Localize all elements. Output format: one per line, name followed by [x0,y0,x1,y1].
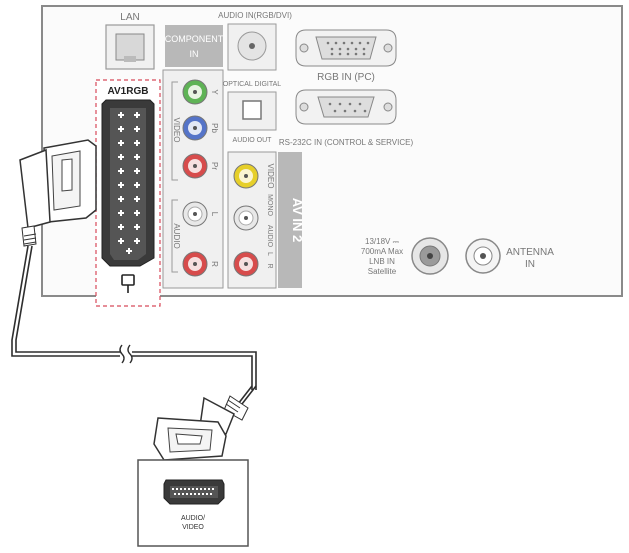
satellite-line2: 700mA Max [361,247,403,256]
y-label: Y [210,89,219,95]
optical-digital-out: OPTICAL DIGITAL AUDIO OUT [223,81,281,144]
optical-digital-label: OPTICAL DIGITAL [223,81,281,88]
ground-symbol-icon [121,274,135,293]
dsub-rs232c-icon [317,96,375,118]
y-jack: Y [182,79,219,105]
component-in-header: COMPONENT IN [165,25,224,67]
external-av-device: AUDIO/ VIDEO [137,459,249,547]
device-side-scart-plug [153,395,249,461]
component-video-label: VIDEO [172,118,181,143]
audio-in-rgb-dvi: AUDIO IN(RGB/DVI) [218,11,292,71]
av2-l-label: L [266,252,273,256]
device-label-line2: VIDEO [182,524,204,531]
component-jack-column: VIDEO AUDIO Y Pb Pr L [162,69,224,289]
audio-r-label: R [210,261,219,267]
rs232c-label: RS-232C IN (CONTROL & SERVICE) [279,138,414,147]
av2-audio-l-jack [233,205,259,231]
av2-video-jack [233,163,259,189]
optical-port-icon [242,100,262,120]
av2-audio-r-jack [233,251,259,277]
audio-in-rgb-dvi-label: AUDIO IN(RGB/DVI) [218,11,292,20]
av1rgb-scart-port: AV1RGB [95,79,161,307]
audio-r-jack: R [182,251,219,277]
av2-audio-label: AUDIO [266,225,273,248]
rs232c-port: RS-232C IN (CONTROL & SERVICE) [279,89,414,147]
antenna-in: ANTENNA IN [465,238,554,274]
cable-break-mark [119,344,125,364]
av2-r-label: R [266,263,273,268]
av1rgb-label: AV1RGB [108,86,149,97]
scart-cable [11,139,257,461]
av-in-2-band [278,152,302,288]
antenna-line2: IN [525,259,535,270]
plug-strain-relief [21,225,37,247]
satellite-line4: Satellite [368,267,397,276]
lan-port: LAN [105,12,155,70]
audio-l-label: L [210,212,219,217]
pb-label: Pb [210,123,219,133]
pr-label: Pr [210,162,219,170]
lan-socket-icon [115,33,145,61]
satellite-lnb-in: 13/18V ⎓ 700mA Max LNB IN Satellite [361,237,449,276]
satellite-line1: 13/18V ⎓ [365,237,400,246]
lan-label: LAN [120,12,139,23]
dsub-rgb-icon [315,36,377,60]
rgb-in-pc-label: RGB IN (PC) [317,72,375,83]
component-in-line2: IN [190,49,199,59]
scart-pins [118,112,140,254]
pr-jack: Pr [182,153,219,179]
av2-mono-label: MONO [266,194,273,216]
av-in-2-label: AV IN 2 [290,198,305,243]
antenna-line1: ANTENNA [506,247,554,258]
component-in-line1: COMPONENT [165,34,224,44]
audio-l-jack: L [182,201,219,227]
device-label-line1: AUDIO/ [181,515,205,522]
rgb-in-pc-port: RGB IN (PC) [295,29,397,83]
component-in-band [165,25,223,67]
av2-video-label: VIDEO [266,164,275,189]
audio-out-label: AUDIO OUT [233,137,273,144]
av-in-2-group: AV IN 2 VIDEO MONO AUDIO L R [227,151,305,289]
component-audio-label: AUDIO [172,223,181,248]
satellite-line3: LNB IN [369,257,395,266]
pb-jack: Pb [182,115,219,141]
tv-side-scart-plug [19,139,97,247]
